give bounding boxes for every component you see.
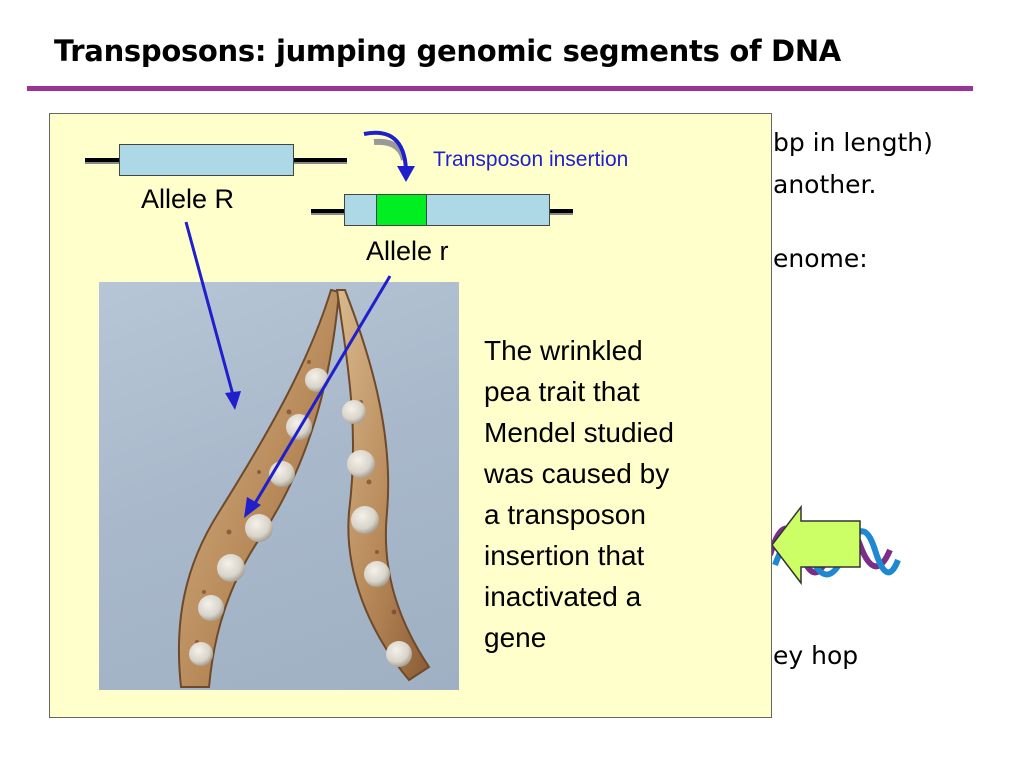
- caption-line: inactivated a: [484, 581, 642, 612]
- pea-pod-photo: [99, 282, 459, 690]
- pea-pod-right: [335, 289, 431, 682]
- caption-line: The wrinkled: [484, 335, 643, 366]
- arrow-allele-R: [184, 221, 235, 396]
- slide-title: Transposons: jumping genomic segments of…: [54, 34, 841, 68]
- arrow-head-R: [225, 391, 241, 410]
- peas-right: [342, 400, 412, 667]
- caption-line: insertion that: [484, 540, 645, 571]
- pea-pod-left: [177, 288, 341, 688]
- background-text-4: ey hop: [773, 641, 859, 670]
- caption: The wrinkled pea trait that Mendel studi…: [484, 330, 724, 658]
- pea-pod-illustration: [177, 288, 431, 688]
- caption-line: was caused by: [484, 458, 670, 489]
- background-text-3: enome:: [773, 244, 868, 273]
- title-divider: [27, 86, 973, 91]
- caption-line: Mendel studied: [484, 417, 674, 448]
- caption-line: a transposon: [484, 499, 646, 530]
- caption-line: pea trait that: [484, 376, 640, 407]
- gene-box-R: [119, 144, 294, 176]
- allele-R-label: Allele R: [141, 184, 235, 214]
- allele-r-label: Allele r: [366, 236, 449, 266]
- transposon-box: [376, 194, 427, 226]
- background-text-2: another.: [773, 170, 877, 199]
- left-arrow-icon: [771, 504, 861, 586]
- dna-wave-graphic: [767, 504, 901, 586]
- transposon-insertion-label: Transposon insertion: [433, 148, 629, 171]
- caption-line: gene: [484, 622, 547, 653]
- background-text-1: bp in length): [773, 128, 933, 157]
- curved-down-arrow-icon: [363, 130, 415, 182]
- arrow-allele-r: [252, 275, 392, 506]
- arrow-head-r: [244, 497, 261, 518]
